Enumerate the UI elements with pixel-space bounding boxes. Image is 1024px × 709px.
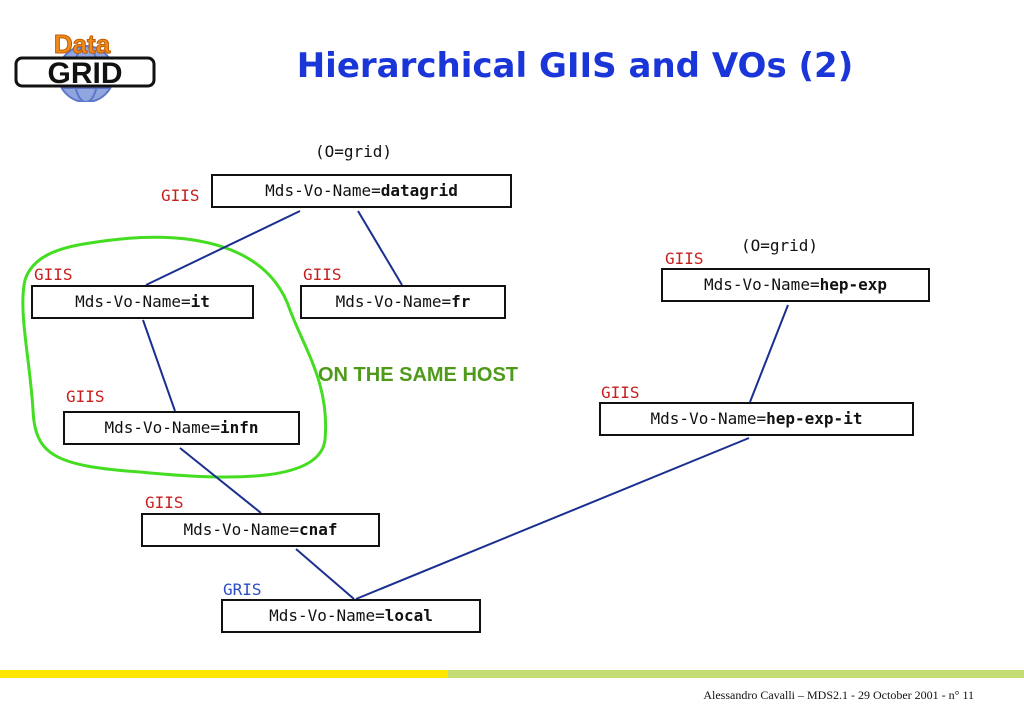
node-name: hep-exp-it bbox=[766, 409, 863, 428]
node-fr: Mds-Vo-Name=fr bbox=[300, 285, 506, 319]
node-infn: Mds-Vo-Name=infn bbox=[63, 411, 300, 445]
node-prefix: Mds-Vo-Name= bbox=[703, 275, 820, 294]
role-label-infn: GIIS bbox=[66, 387, 105, 406]
node-prefix: Mds-Vo-Name= bbox=[104, 418, 221, 437]
role-label-hep-exp: GIIS bbox=[665, 249, 704, 268]
role-label-local: GRIS bbox=[223, 580, 262, 599]
edge-hep-exp-to-hep-exp-it bbox=[749, 304, 789, 403]
org-label-datagrid: (O=grid) bbox=[315, 142, 393, 161]
node-name: cnaf bbox=[299, 520, 338, 539]
node-name: infn bbox=[220, 418, 259, 437]
node-prefix: Mds-Vo-Name= bbox=[650, 409, 767, 428]
org-label-hep-exp: (O=grid) bbox=[741, 236, 819, 255]
footer-bar-green bbox=[448, 670, 1024, 678]
logo-grid-text: GRID bbox=[48, 57, 123, 90]
datagrid-logo: GRID Data bbox=[14, 30, 156, 102]
node-prefix: Mds-Vo-Name= bbox=[183, 520, 300, 539]
node-cnaf: Mds-Vo-Name=cnaf bbox=[141, 513, 380, 547]
role-label-datagrid: GIIS bbox=[161, 186, 200, 205]
same-host-annotation: ON THE SAME HOST bbox=[318, 364, 519, 386]
node-hep-exp-it: Mds-Vo-Name=hep-exp-it bbox=[599, 402, 914, 436]
node-datagrid: Mds-Vo-Name=datagrid bbox=[211, 174, 512, 208]
node-local: Mds-Vo-Name=local bbox=[221, 599, 481, 633]
node-name: hep-exp bbox=[819, 275, 888, 294]
node-name: local bbox=[384, 606, 433, 625]
node-name: datagrid bbox=[380, 181, 458, 200]
role-label-cnaf: GIIS bbox=[145, 493, 184, 512]
edge-datagrid-to-it bbox=[145, 210, 301, 286]
footer-text: Alessandro Cavalli – MDS2.1 - 29 October… bbox=[703, 688, 974, 702]
edge-datagrid-to-fr bbox=[357, 210, 403, 286]
node-name: it bbox=[190, 292, 210, 311]
role-label-it: GIIS bbox=[34, 265, 73, 284]
node-prefix: Mds-Vo-Name= bbox=[265, 181, 381, 200]
role-label-hep-exp-it: GIIS bbox=[601, 383, 640, 402]
footer-bar-yellow bbox=[0, 670, 448, 678]
edge-cnaf-to-local bbox=[295, 548, 355, 600]
logo-data-text: Data bbox=[54, 30, 111, 59]
same-host-outline bbox=[21, 235, 328, 479]
node-prefix: Mds-Vo-Name= bbox=[75, 292, 191, 311]
edge-it-to-infn bbox=[142, 319, 176, 412]
slide-title: Hierarchical GIIS and VOs (2) bbox=[296, 46, 854, 86]
node-prefix: Mds-Vo-Name= bbox=[269, 606, 385, 625]
node-name: fr bbox=[451, 292, 471, 311]
edge-infn-to-cnaf bbox=[179, 447, 262, 514]
node-prefix: Mds-Vo-Name= bbox=[335, 292, 452, 311]
node-it: Mds-Vo-Name=it bbox=[31, 285, 254, 319]
node-hep-exp: Mds-Vo-Name=hep-exp bbox=[661, 268, 930, 302]
role-label-fr: GIIS bbox=[303, 265, 342, 284]
edge-hep-exp-it-to-local bbox=[355, 437, 750, 600]
